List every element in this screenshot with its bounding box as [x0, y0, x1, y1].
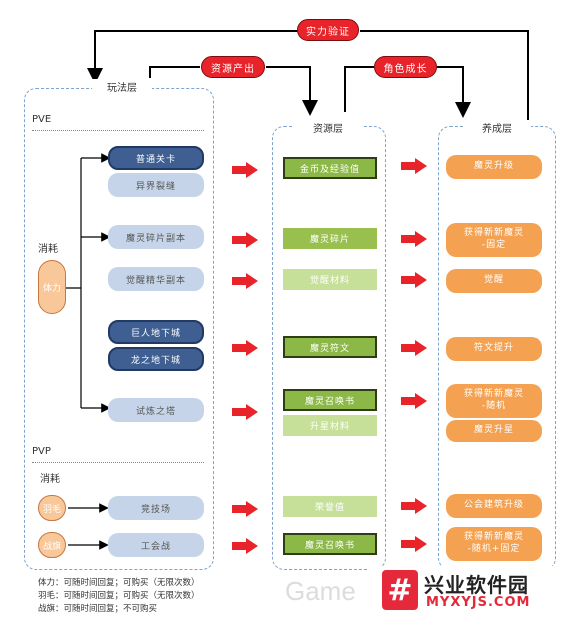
- growth-item: 觉醒: [446, 269, 542, 293]
- right-arrow-icon: [232, 273, 258, 289]
- resource-item: 荣誉值: [283, 496, 377, 517]
- play-item: 普通关卡: [108, 146, 204, 170]
- stamina-oval: 体力: [38, 260, 66, 314]
- pve-section-label: PVE: [32, 114, 52, 125]
- right-arrow-icon: [401, 272, 427, 288]
- faint-watermark-text: Game: [285, 576, 356, 606]
- play-item: 试炼之塔: [108, 398, 204, 422]
- resource-item: 魔灵召唤书: [283, 533, 377, 555]
- growth-item: 获得新新魔灵 -随机: [446, 384, 542, 418]
- pvp-divider: [32, 462, 204, 463]
- verify-label: 实力验证: [297, 19, 359, 41]
- growth-item: 获得新新魔灵 -随机+固定: [446, 527, 542, 561]
- watermark-url: MYXYJS.COM: [426, 595, 531, 610]
- right-arrow-icon: [232, 404, 258, 420]
- grow-label: 角色成长: [374, 56, 437, 78]
- output-label: 资源产出: [201, 56, 265, 78]
- feather-oval: 羽毛: [38, 495, 66, 521]
- resource-layer-title: 资源层: [294, 120, 362, 135]
- growth-item: 获得新新魔灵 -固定: [446, 223, 542, 257]
- right-arrow-icon: [401, 393, 427, 409]
- right-arrow-icon: [401, 340, 427, 356]
- right-arrow-icon: [401, 231, 427, 247]
- play-item: 竞技场: [108, 496, 204, 520]
- play-item: 觉醒精华副本: [108, 267, 204, 291]
- growth-item: 魔灵升级: [446, 155, 542, 179]
- right-arrow-icon: [232, 340, 258, 356]
- right-arrow-icon: [401, 158, 427, 174]
- right-arrow-icon: [232, 538, 258, 554]
- note-line: 羽毛：可随时间回复；可购买（无限次数）: [38, 591, 200, 601]
- resource-item: 魔灵符文: [283, 336, 377, 358]
- resource-item: 升星材料: [283, 415, 377, 436]
- play-item: 巨人地下城: [108, 320, 204, 344]
- right-arrow-icon: [232, 232, 258, 248]
- right-arrow-icon: [232, 501, 258, 517]
- pvp-consume-label: 消耗: [40, 474, 60, 485]
- resource-item: 金币及经验值: [283, 157, 377, 179]
- right-arrow-icon: [401, 536, 427, 552]
- growth-item: 符文提升: [446, 337, 542, 361]
- growth-item: 公会建筑升级: [446, 494, 542, 518]
- resource-item: 魔灵碎片: [283, 228, 377, 249]
- watermark-logo-icon: #: [382, 570, 418, 610]
- right-arrow-icon: [401, 498, 427, 514]
- play-item: 魔灵碎片副本: [108, 225, 204, 249]
- growth-layer-title: 养成层: [463, 120, 531, 135]
- right-arrow-icon: [232, 162, 258, 178]
- resource-item: 魔灵召唤书: [283, 389, 377, 411]
- play-layer-title: 玩法层: [92, 79, 152, 94]
- pve-divider: [32, 130, 204, 131]
- watermark-title: 兴业软件园: [424, 573, 529, 597]
- pve-consume-label: 消耗: [38, 244, 58, 255]
- flag-oval: 战旗: [38, 532, 66, 558]
- play-item: 工会战: [108, 533, 204, 557]
- pvp-section-label: PVP: [32, 446, 51, 457]
- resource-item: 觉醒材料: [283, 269, 377, 290]
- growth-item: 魔灵升星: [446, 420, 542, 442]
- play-item: 异界裂缝: [108, 173, 204, 197]
- note-line: 战旗：可随时间回复；不可购买: [38, 604, 158, 614]
- note-line: 体力：可随时间回复；可购买（无限次数）: [38, 578, 200, 588]
- play-item: 龙之地下城: [108, 347, 204, 371]
